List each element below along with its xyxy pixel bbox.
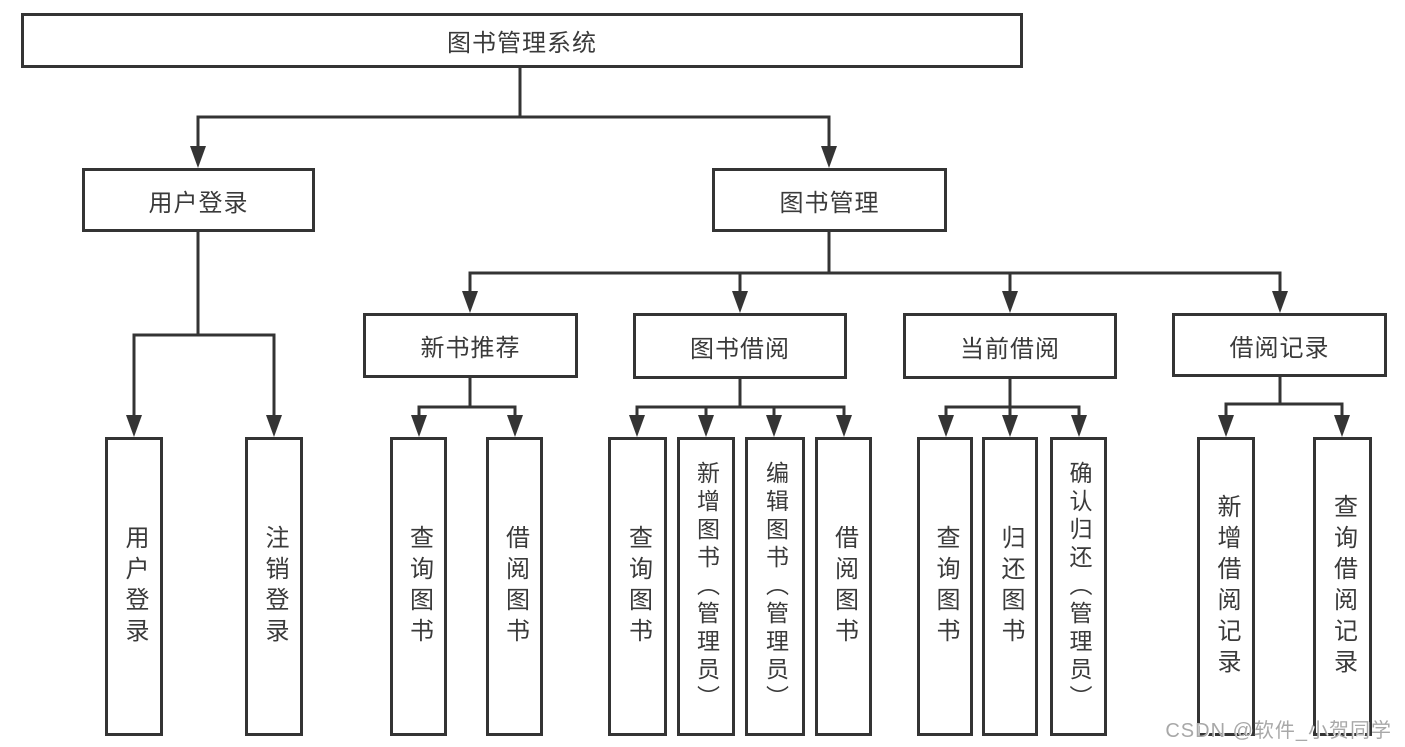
leaf-add-borrow-record: 新增借阅记录 bbox=[1197, 437, 1255, 736]
leaf-label: 借阅图书 bbox=[830, 524, 858, 649]
leaf-label: 归还图书 bbox=[997, 524, 1024, 649]
leaf-query-books-borrow: 查询图书 bbox=[608, 437, 667, 736]
node-current-borrow: 当前借阅 bbox=[903, 313, 1117, 379]
node-borrow-record: 借阅记录 bbox=[1172, 313, 1387, 377]
node-new-book-recommend: 新书推荐 bbox=[363, 313, 578, 378]
leaf-label: 确认归还（管理员） bbox=[1066, 460, 1092, 713]
leaf-label: 新增借阅记录 bbox=[1213, 493, 1240, 680]
leaf-label: 查询图书 bbox=[405, 524, 433, 649]
leaf-label: 查询图书 bbox=[932, 524, 959, 649]
leaf-query-books-current: 查询图书 bbox=[917, 437, 973, 736]
node-library-management-system: 图书管理系统 bbox=[21, 13, 1023, 68]
leaf-label: 新增图书（管理员） bbox=[693, 460, 720, 713]
leaf-add-books-admin: 新增图书（管理员） bbox=[677, 437, 735, 736]
leaf-return-books: 归还图书 bbox=[982, 437, 1038, 736]
leaf-label: 借阅图书 bbox=[501, 524, 529, 649]
leaf-logout-action: 注销登录 bbox=[245, 437, 303, 736]
leaf-query-books-recommend: 查询图书 bbox=[390, 437, 447, 736]
csdn-watermark: CSDN @软件_小贺同学 bbox=[1165, 720, 1392, 742]
arrowheads bbox=[126, 146, 1350, 437]
node-book-borrow: 图书借阅 bbox=[633, 313, 847, 379]
leaf-label: 编辑图书（管理员） bbox=[762, 460, 789, 713]
leaf-label: 查询借阅记录 bbox=[1329, 493, 1357, 680]
leaf-label: 用户登录 bbox=[121, 524, 148, 649]
leaf-borrow-books-recommend: 借阅图书 bbox=[486, 437, 543, 736]
leaf-label: 注销登录 bbox=[261, 524, 288, 649]
leaf-query-borrow-record: 查询借阅记录 bbox=[1313, 437, 1372, 736]
node-user-login: 用户登录 bbox=[82, 168, 315, 232]
node-book-management: 图书管理 bbox=[712, 168, 947, 232]
leaf-edit-books-admin: 编辑图书（管理员） bbox=[745, 437, 805, 736]
leaf-user-login-action: 用户登录 bbox=[105, 437, 163, 736]
leaf-borrow-books: 借阅图书 bbox=[815, 437, 872, 736]
leaf-confirm-return-admin: 确认归还（管理员） bbox=[1050, 437, 1107, 736]
leaf-label: 查询图书 bbox=[624, 524, 652, 649]
